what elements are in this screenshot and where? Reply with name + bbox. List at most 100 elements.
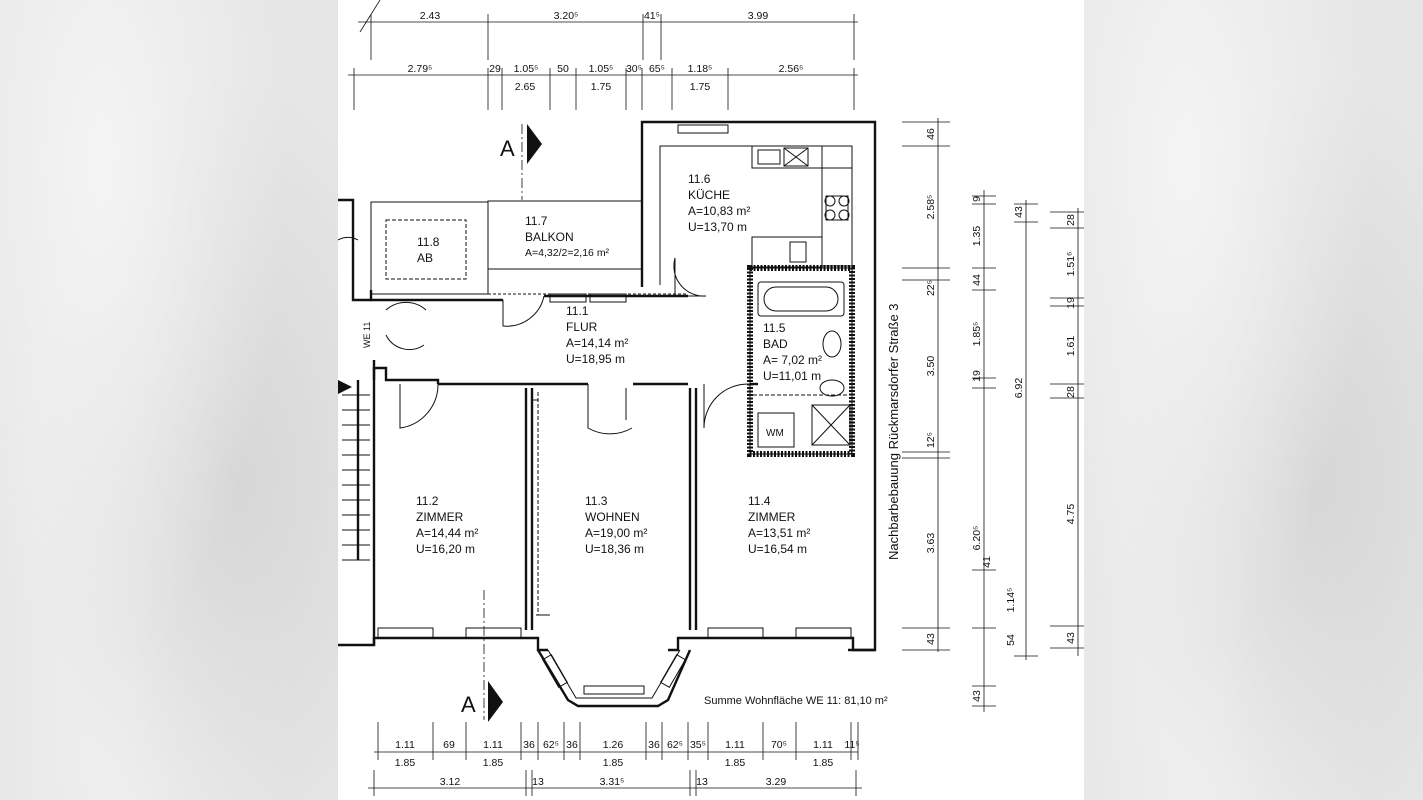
- dim-bottom-3-4: 3.29: [766, 776, 787, 788]
- doors: [338, 236, 749, 435]
- room-flur-area: A=14,14 m²: [566, 336, 628, 350]
- room-ab-name: AB: [417, 251, 433, 265]
- room-balkon: 11.7 BALKON A=4,32/2=2,16 m²: [525, 214, 610, 259]
- dim-right-3-0: 43: [1013, 206, 1025, 218]
- dim-right-1-6: 43: [925, 633, 937, 645]
- dim-right-2-3: 1.85⁵: [971, 322, 983, 347]
- top-dimension-chain-2: 2.79⁵ 29 1.05⁵ 50 1.05⁵ 30⁵ 65⁵ 1.18⁵ 2.…: [348, 63, 858, 110]
- room-flur-perimeter: U=18,95 m: [566, 352, 625, 366]
- right-dimension-chain-3: 43 6.92: [1013, 200, 1038, 660]
- room-zimmer2-area: A=14,44 m²: [416, 526, 478, 540]
- dim-bottom-1-7: 36: [648, 739, 660, 751]
- room-zimmer4-number: 11.4: [748, 494, 771, 508]
- dim-top-2-1: 29: [489, 63, 501, 75]
- dim-right-2-9: 43: [971, 690, 983, 702]
- room-bad-area: A= 7,02 m²: [763, 353, 822, 367]
- room-kueche-name: KÜCHE: [688, 188, 730, 202]
- floor-plan-sheet: 2.43 3.20⁵ 41⁵ 3.99 2.79⁵ 29 1.05⁵ 50 1.…: [338, 0, 1084, 800]
- room-kueche-perimeter: U=13,70 m: [688, 220, 747, 234]
- room-wohnen: 11.3 WOHNEN A=19,00 m² U=18,36 m: [585, 494, 647, 556]
- unit-label-we11: WE 11: [362, 322, 372, 348]
- dim-bottom-2-1: 1.85: [483, 757, 504, 769]
- dim-bottom-3-2: 3.31⁵: [600, 776, 625, 788]
- room-kueche-area: A=10,83 m²: [688, 204, 750, 218]
- room-bad: 11.5 BAD A= 7,02 m² U=11,01 m: [763, 321, 822, 383]
- dim-bottom-1-8: 62⁵: [667, 739, 683, 751]
- section-marker-top: A: [500, 124, 542, 200]
- dim-right-1-1: 2.58⁵: [925, 195, 937, 220]
- dim-top-2-8: 2.56⁵: [779, 63, 804, 75]
- dim-top-1-2: 41⁵: [644, 10, 660, 22]
- room-wohnen-number: 11.3: [585, 494, 608, 508]
- windows: [377, 293, 852, 695]
- room-wohnen-area: A=19,00 m²: [585, 526, 647, 540]
- room-zimmer-11-2: 11.2 ZIMMER A=14,44 m² U=16,20 m: [416, 494, 478, 556]
- bathroom-walls: [747, 265, 855, 457]
- floor-plan-drawing: 2.43 3.20⁵ 41⁵ 3.99 2.79⁵ 29 1.05⁵ 50 1.…: [338, 0, 1084, 796]
- walls: [338, 120, 877, 708]
- washing-machine-label: WM: [766, 428, 784, 439]
- dim-right-1-3: 3.50: [925, 356, 937, 377]
- dim-right-1-5: 3.63: [925, 533, 937, 554]
- dim-bottom-1-3: 36: [523, 739, 535, 751]
- top-dimension-chain-1: 2.43 3.20⁵ 41⁵ 3.99: [358, 0, 858, 60]
- dim-right-2-6: 41: [981, 556, 993, 568]
- room-wohnen-perimeter: U=18,36 m: [585, 542, 644, 556]
- dim-right-4-4: 28: [1065, 386, 1077, 398]
- bottom-dimension-chain-3: 3.12 13 3.31⁵ 13 3.29: [368, 770, 862, 796]
- dim-top-2-5: 30⁵: [626, 63, 642, 75]
- bathroom-fixtures: WM: [757, 281, 851, 448]
- dim-right-2-7: 1.14⁵: [1005, 588, 1017, 613]
- room-zimmer2-name: ZIMMER: [416, 510, 464, 524]
- dim-right-2-5: 6.20⁵: [971, 526, 983, 551]
- dim-top-2-2: 1.05⁵: [514, 63, 539, 75]
- dim-right-4-6: 43: [1065, 632, 1077, 644]
- bottom-dimension-chain-1: 1.11 69 1.11 36 62⁵ 36 1.26 36 62⁵ 35⁵ 1…: [374, 722, 860, 760]
- room-balkon-name: BALKON: [525, 230, 574, 244]
- room-kueche: 11.6 KÜCHE A=10,83 m² U=13,70 m: [688, 172, 750, 234]
- dim-right-2-1: 1.35: [971, 226, 983, 247]
- room-zimmer4-area: A=13,51 m²: [748, 526, 810, 540]
- room-bad-name: BAD: [763, 337, 788, 351]
- room-bad-number: 11.5: [763, 321, 786, 335]
- section-label-top: A: [500, 136, 515, 161]
- room-zimmer2-perimeter: U=16,20 m: [416, 542, 475, 556]
- dim-bottom-1-6: 1.26: [603, 739, 624, 751]
- dim-bottom-1-11: 70⁵: [771, 739, 787, 751]
- dim-right-2-2: 44: [971, 274, 983, 286]
- dim-bottom-1-1: 69: [443, 739, 455, 751]
- room-flur: 11.1 FLUR A=14,14 m² U=18,95 m: [566, 304, 628, 366]
- dim-bottom-3-1: 13: [532, 776, 544, 788]
- room-bad-perimeter: U=11,01 m: [763, 369, 821, 383]
- room-balkon-area: A=4,32/2=2,16 m²: [525, 247, 610, 259]
- dim-top-2-3: 50: [557, 63, 569, 75]
- dim-right-1-2: 22⁵: [925, 280, 937, 296]
- right-dimension-chain-2: 9 1.35 44 1.85⁵ 19 6.20⁵ 41 1.14⁵ 54 43: [971, 190, 1017, 712]
- room-zimmer-11-4: 11.4 ZIMMER A=13,51 m² U=16,54 m: [748, 494, 810, 556]
- room-zimmer2-number: 11.2: [416, 494, 439, 508]
- room-zimmer4-perimeter: U=16,54 m: [748, 542, 807, 556]
- dim-bottom-1-2: 1.11: [483, 739, 503, 751]
- dim-top-1-0: 2.43: [420, 10, 441, 22]
- blurred-background-right: [1084, 0, 1423, 800]
- dim-top-2-6: 65⁵: [649, 63, 665, 75]
- room-flur-name: FLUR: [566, 320, 598, 334]
- room-ab-number: 11.8: [417, 235, 440, 249]
- dim-bottom-2-4: 1.85: [813, 757, 834, 769]
- dim-bottom-1-13: 11⁵: [844, 739, 859, 751]
- dim-bottom-2-0: 1.85: [395, 757, 416, 769]
- dim-top-3-0: 2.65: [515, 81, 536, 93]
- dim-top-2-7: 1.18⁵: [688, 63, 713, 75]
- right-dimension-chain-4: 28 1.51⁶ 19 1.61 28 4.75 43: [1050, 208, 1084, 656]
- room-ab: 11.8 AB: [417, 235, 440, 265]
- dim-top-2-0: 2.79⁵: [408, 63, 433, 75]
- dim-right-2-0: 9: [971, 196, 983, 202]
- dim-bottom-1-5: 36: [566, 739, 578, 751]
- right-dimension-chain-1: 46 2.58⁵ 22⁵ 3.50 12⁵ 3.63 43: [902, 118, 950, 652]
- dim-right-2-4: 19: [971, 370, 983, 382]
- dim-bottom-1-12: 1.11: [813, 739, 833, 751]
- dim-bottom-3-3: 13: [696, 776, 708, 788]
- total-living-area-summary: Summe Wohnfläche WE 11: 81,10 m²: [704, 695, 888, 707]
- dim-bottom-3-0: 3.12: [440, 776, 461, 788]
- section-marker-bottom: A: [461, 590, 503, 722]
